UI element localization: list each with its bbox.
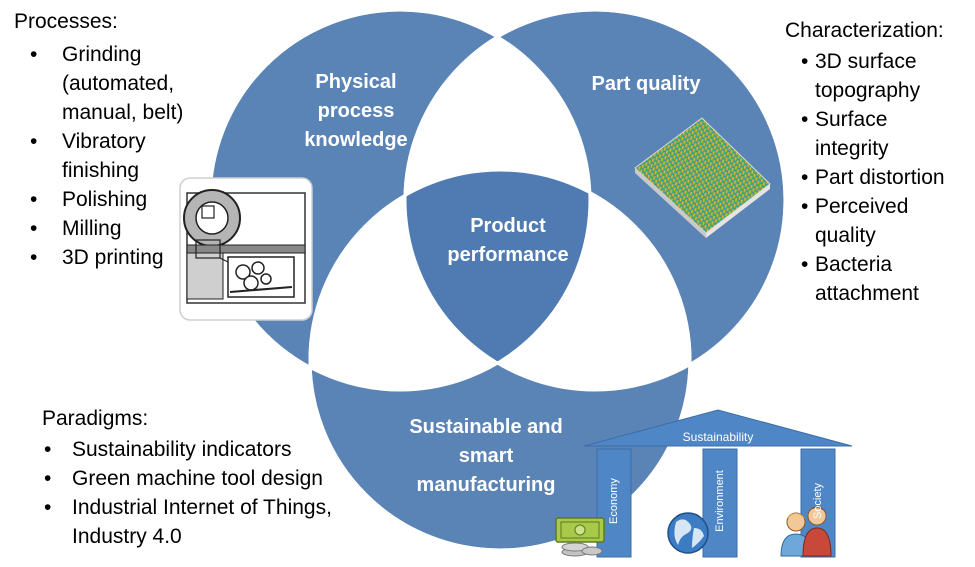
globe-icon bbox=[667, 512, 709, 554]
characterization-item: Part distortion bbox=[785, 163, 955, 192]
label-part-quality: Part quality bbox=[566, 70, 726, 99]
label-line: smart bbox=[458, 445, 514, 467]
label-line: manufacturing bbox=[416, 474, 556, 496]
pillar-environment bbox=[702, 448, 738, 558]
paradigms-item: Green machine tool design bbox=[42, 464, 402, 493]
label-line: Product bbox=[470, 215, 546, 237]
characterization-title: Characterization: bbox=[785, 19, 944, 42]
label-physical-process-knowledge: Physical process knowledge bbox=[286, 68, 426, 155]
money-icon bbox=[555, 517, 605, 557]
processes-title: Processes: bbox=[14, 10, 118, 33]
characterization-item: Bacteria attachment bbox=[785, 250, 955, 308]
label-line: Part quality bbox=[591, 73, 701, 95]
temple-roof-label: Sustainability bbox=[682, 430, 754, 444]
label-line: knowledge bbox=[304, 129, 408, 151]
label-line: Physical bbox=[315, 71, 397, 93]
processes-item: Vibratory finishing bbox=[14, 127, 212, 185]
label-line: performance bbox=[447, 244, 569, 266]
label-line: process bbox=[317, 100, 395, 122]
paradigms-item: Industrial Internet of Things, Industry … bbox=[42, 493, 402, 551]
label-product-performance: Product performance bbox=[428, 212, 588, 270]
characterization-list: 3D surface topography Surface integrity … bbox=[785, 47, 955, 308]
pillar-label-environment: Environment bbox=[714, 470, 726, 532]
label-sustainable-manufacturing: Sustainable and smart manufacturing bbox=[396, 413, 576, 500]
characterization-item: 3D surface topography bbox=[785, 47, 955, 105]
characterization-panel: Characterization: 3D surface topography … bbox=[785, 17, 955, 308]
processes-item: Milling bbox=[14, 214, 212, 243]
processes-item: 3D printing bbox=[14, 243, 212, 272]
paradigms-list: Sustainability indicators Green machine … bbox=[42, 435, 402, 551]
people-icon bbox=[780, 506, 832, 557]
processes-item: Polishing bbox=[14, 185, 212, 214]
processes-list: Grinding (automated, manual, belt) Vibra… bbox=[14, 40, 212, 272]
pillar-label-economy: Economy bbox=[608, 478, 620, 524]
surface-topography-image bbox=[634, 117, 771, 238]
characterization-item: Perceived quality bbox=[785, 192, 955, 250]
temple-roof bbox=[583, 409, 853, 447]
label-line: Sustainable and bbox=[409, 416, 563, 438]
processes-panel: Processes: Grinding (automated, manual, … bbox=[14, 8, 212, 272]
pillar-label-society: Society bbox=[812, 482, 824, 520]
paradigms-item: Sustainability indicators bbox=[42, 435, 402, 464]
paradigms-panel: Paradigms: Sustainability indicators Gre… bbox=[42, 405, 402, 551]
paradigms-title: Paradigms: bbox=[42, 407, 149, 430]
processes-item: Grinding (automated, manual, belt) bbox=[14, 40, 212, 127]
characterization-item: Surface integrity bbox=[785, 105, 955, 163]
